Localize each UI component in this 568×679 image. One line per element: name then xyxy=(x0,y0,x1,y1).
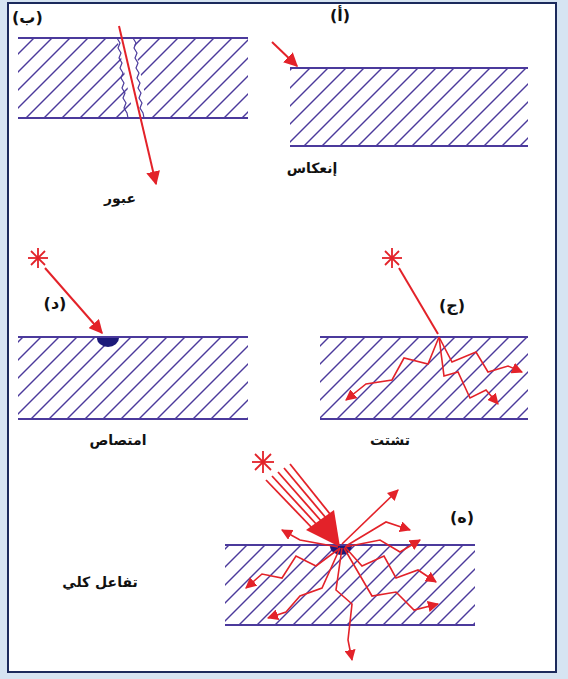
panel-letter: (أ) xyxy=(330,6,350,25)
transmission-slab xyxy=(18,26,248,184)
absorption-slab xyxy=(18,248,248,419)
process-name: تشتت xyxy=(370,432,410,449)
panel-letter: (د) xyxy=(44,294,67,313)
process-name: تفاعل كلي xyxy=(62,574,138,591)
frame xyxy=(8,3,556,672)
panel-letter: (ج) xyxy=(439,296,465,315)
panel-letter: (ب) xyxy=(12,8,43,27)
process-name: امتصاص xyxy=(89,432,146,449)
total-interaction-slab xyxy=(225,451,475,660)
process-name: إنعكاس xyxy=(287,160,338,177)
reflection-slab xyxy=(272,42,528,146)
scattering-slab xyxy=(320,248,528,419)
panel-letter: (ه) xyxy=(450,508,474,527)
process-name: عبور xyxy=(104,190,136,207)
